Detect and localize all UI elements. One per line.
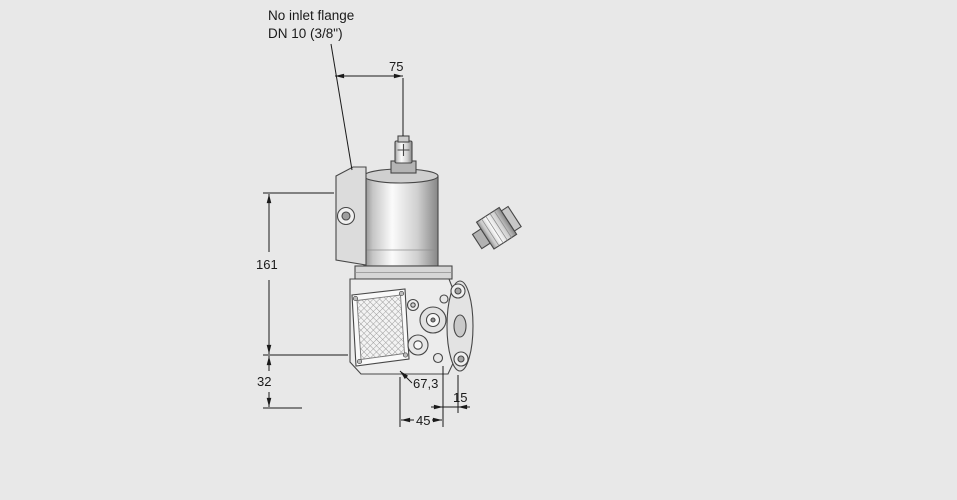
- dim-label-32: 32: [257, 374, 271, 389]
- outlet-flange: [446, 280, 474, 372]
- strainer-screen: [351, 288, 410, 367]
- dim-45: 45: [399, 366, 444, 428]
- dim-label-161: 161: [256, 257, 278, 272]
- note-line-2: DN 10 (3/8"): [268, 26, 343, 41]
- dim-67-3: 67,3: [399, 370, 438, 391]
- note: No inlet flange DN 10 (3/8"): [268, 8, 354, 41]
- dim-label-15: 15: [453, 390, 467, 405]
- dim-15: 15: [431, 375, 470, 413]
- note-leader-line: [330, 43, 353, 171]
- dim-161: 161: [256, 192, 348, 356]
- dim-label-75: 75: [389, 59, 403, 74]
- mounting-bracket: [335, 166, 367, 266]
- solenoid-coil: [363, 168, 439, 274]
- coupling-part: [471, 205, 522, 250]
- dim-32: 32: [257, 356, 302, 409]
- electrical-connector: [390, 135, 417, 174]
- note-line-1: No inlet flange: [268, 8, 354, 23]
- dim-75: 75: [335, 59, 404, 136]
- dim-label-67-3: 67,3: [413, 376, 438, 391]
- valve-neck-flange: [354, 265, 453, 280]
- dim-label-45: 45: [416, 413, 430, 428]
- valve-ports: [406, 294, 449, 364]
